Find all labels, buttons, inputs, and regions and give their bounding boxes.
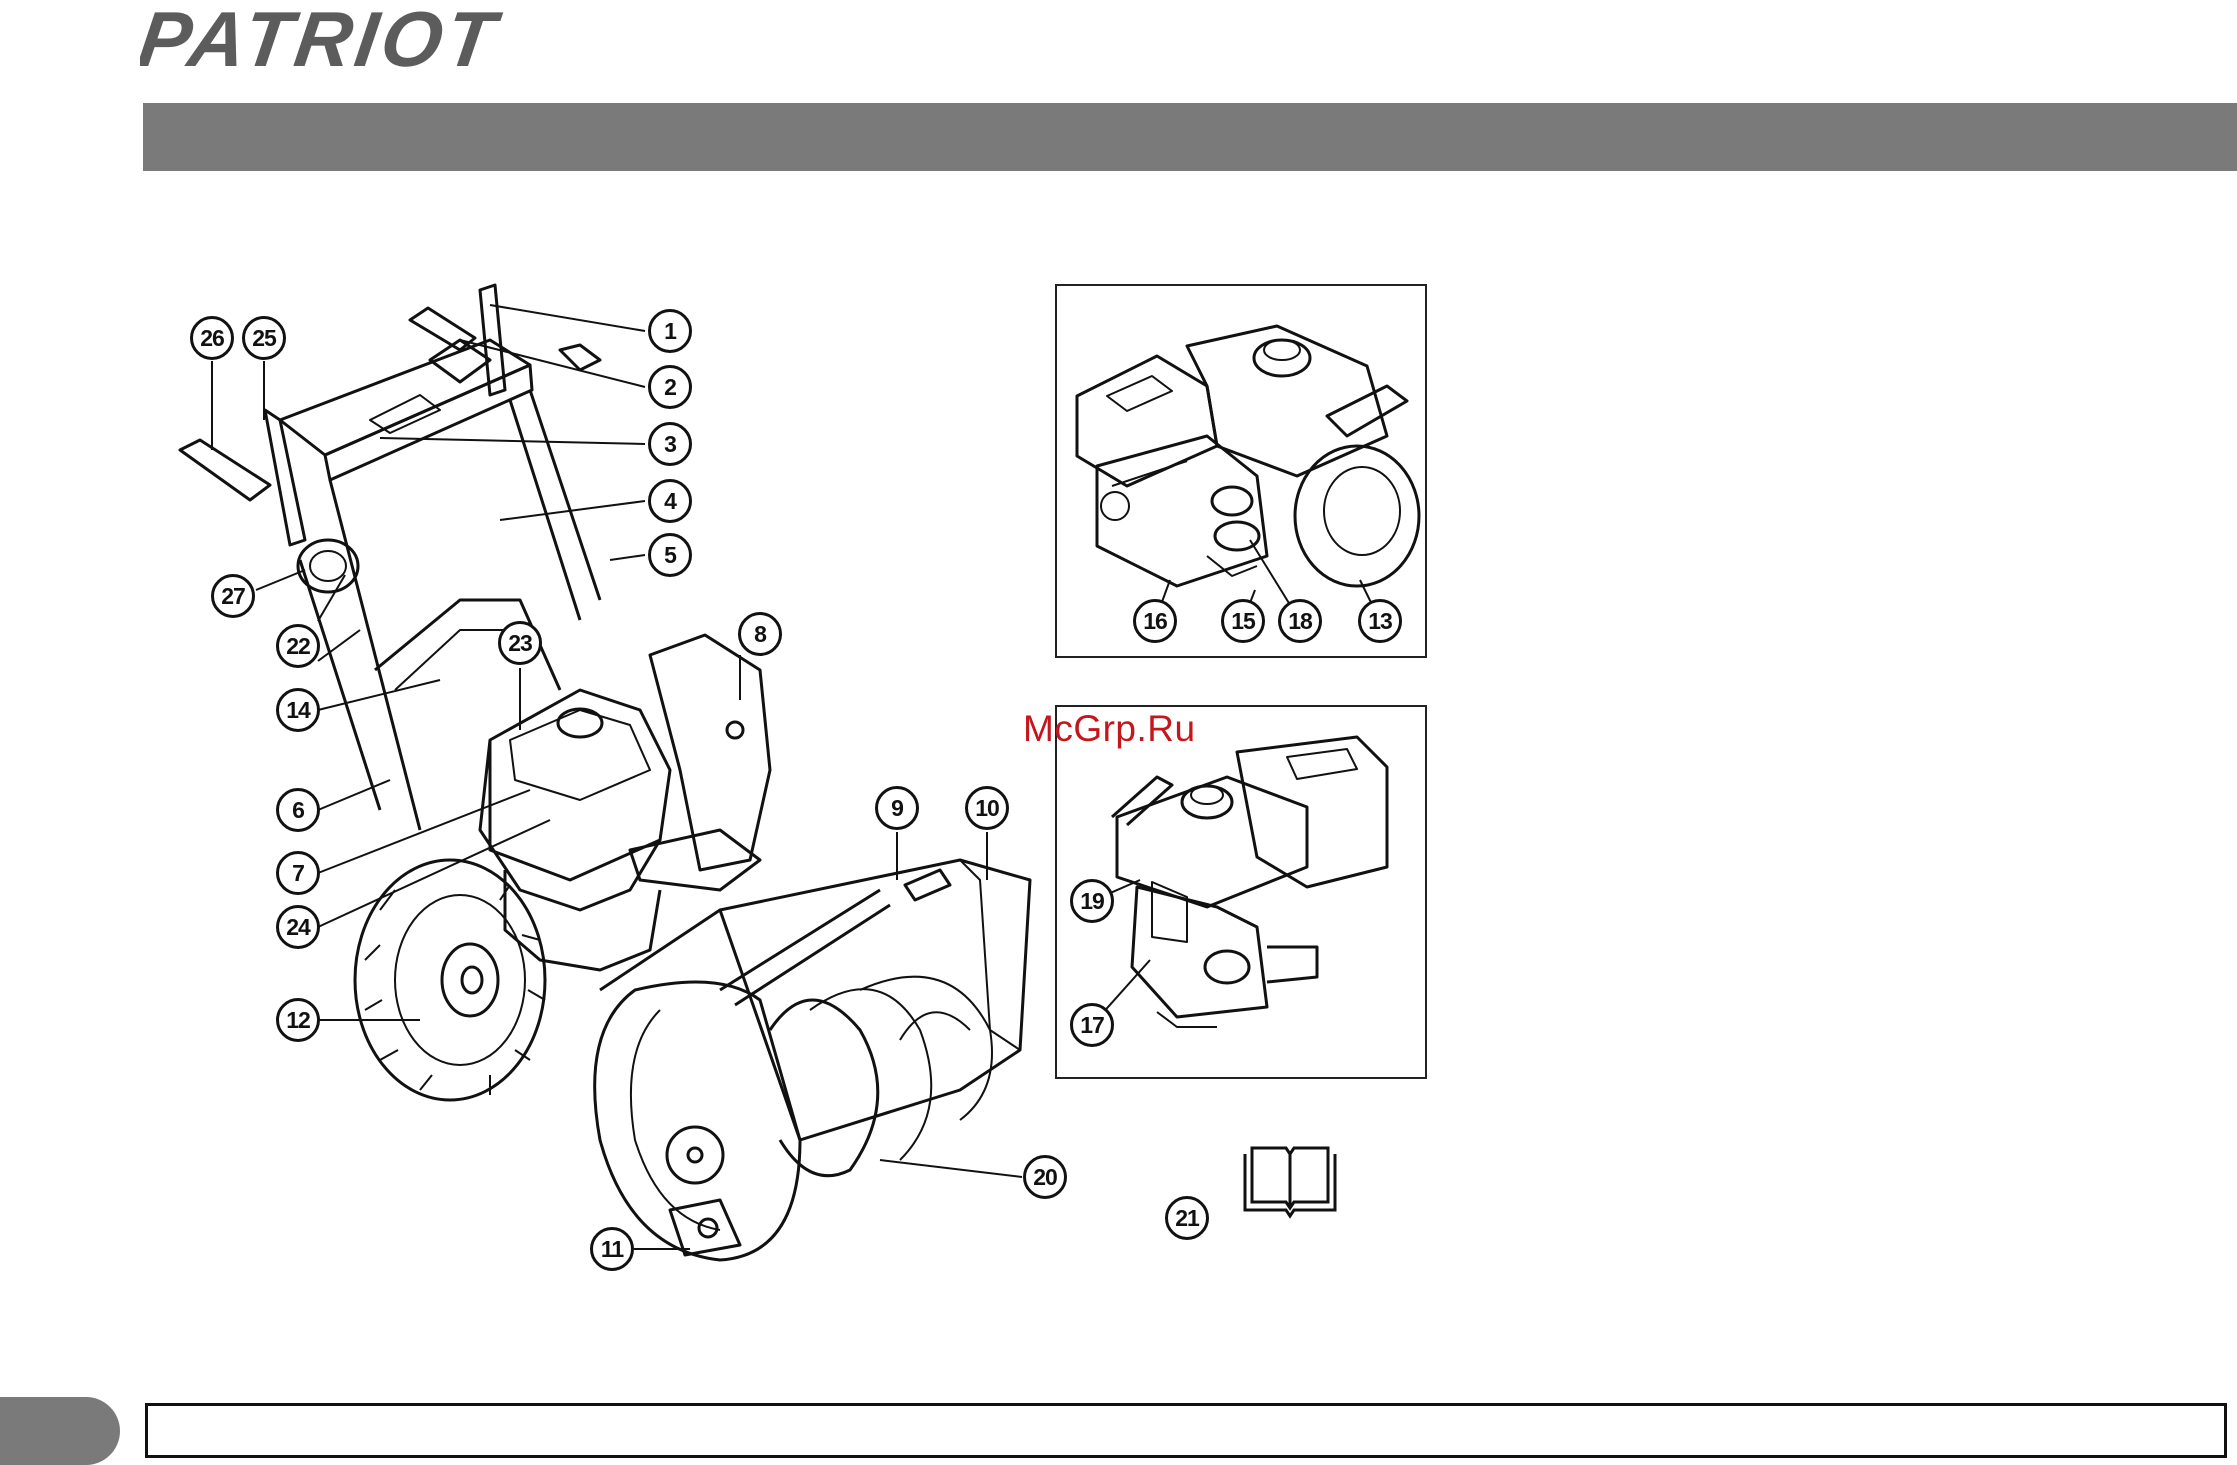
callout-7: 7 (276, 851, 320, 895)
callout-14: 14 (276, 688, 320, 732)
callout-22: 22 (276, 624, 320, 668)
callout-24: 24 (276, 905, 320, 949)
callout-4: 4 (648, 479, 692, 523)
callout-19: 19 (1070, 879, 1114, 923)
callout-16: 16 (1133, 599, 1177, 643)
watermark-text: McGrp.Ru (1023, 708, 1196, 750)
callout-6: 6 (276, 788, 320, 832)
section-title-bar (143, 103, 2237, 171)
page-number-badge (0, 1397, 120, 1465)
callout-13: 13 (1358, 599, 1402, 643)
callout-9: 9 (875, 786, 919, 830)
callout-3: 3 (648, 422, 692, 466)
callout-2: 2 (648, 365, 692, 409)
callout-1: 1 (648, 309, 692, 353)
callout-18: 18 (1278, 599, 1322, 643)
callout-27: 27 (211, 574, 255, 618)
footer-frame (145, 1403, 2227, 1458)
callout-20: 20 (1023, 1155, 1067, 1199)
brand-logo: PATRIOT (140, 6, 660, 74)
callout-26: 26 (190, 316, 234, 360)
callout-8: 8 (738, 612, 782, 656)
callout-12: 12 (276, 998, 320, 1042)
callout-25: 25 (242, 316, 286, 360)
callout-23: 23 (498, 621, 542, 665)
callout-10: 10 (965, 786, 1009, 830)
brand-text: PATRIOT (140, 6, 506, 74)
callout-21: 21 (1165, 1196, 1209, 1240)
callout-17: 17 (1070, 1003, 1114, 1047)
callout-5: 5 (648, 533, 692, 577)
book-icon (1240, 1142, 1340, 1222)
callout-15: 15 (1221, 599, 1265, 643)
callout-11: 11 (590, 1227, 634, 1271)
